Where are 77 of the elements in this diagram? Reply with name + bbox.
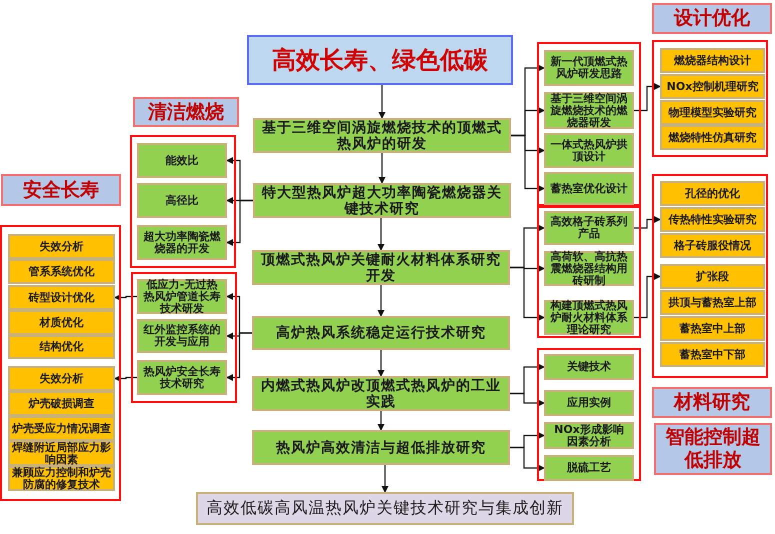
item-box: NOx控制机理研究 — [660, 74, 765, 99]
item-box: 失效分析 — [8, 234, 115, 259]
group-frame — [0, 225, 121, 501]
topic-box: 关键技术 — [544, 354, 634, 380]
topic-box: 新一代顶燃式热风炉研发思路 — [544, 50, 634, 86]
title-box: 高效长寿、绿色低碳 — [247, 35, 513, 85]
item-box: 炉壳受应力情况调查 — [8, 416, 115, 441]
process-box: 顶燃式热风炉关键耐火材料体系研究开发 — [252, 250, 510, 285]
arrow — [378, 411, 384, 431]
arrow — [226, 332, 252, 381]
arrow — [510, 446, 545, 472]
arrow — [378, 350, 384, 377]
arrow — [510, 392, 545, 406]
item-box: 焊缝附近局部应力影响因素 — [8, 441, 115, 466]
arrow — [382, 465, 388, 493]
item-box: 兼顾应力控制和炉壳防腐的修复技术 — [8, 466, 115, 491]
arrow — [634, 216, 661, 229]
category-label: 设计优化 — [652, 3, 772, 34]
arrow — [378, 153, 386, 184]
arrow — [511, 134, 545, 192]
result-box: 高效低碳高风温热风炉关键技术研究与集成创新 — [196, 492, 574, 525]
process-box: 特大型热风炉超大功率陶瓷燃烧器关键技术研究 — [253, 183, 511, 218]
topic-box: 脱硫工艺 — [544, 455, 634, 481]
item-box: 材质优化 — [8, 310, 115, 335]
topic-box: 超大功率陶瓷燃烧器的开发 — [137, 225, 227, 260]
item-box: 管系系统优化 — [8, 259, 115, 284]
group-frame — [130, 135, 236, 268]
item-box: 蓄热室中下部 — [660, 342, 765, 367]
arrow — [226, 200, 253, 246]
topic-box: 热风炉安全长寿技术研究 — [137, 360, 227, 395]
item-box: 扩张段 — [660, 264, 765, 289]
item-box: 燃烧器结构设计 — [660, 48, 765, 73]
arrow — [634, 83, 661, 112]
topic-box: 构建顶燃式热风炉耐火材料体系理论研究 — [544, 300, 634, 335]
category-label: 材料研究 — [652, 387, 772, 418]
arrow — [634, 273, 661, 318]
topic-box: 一体式热风炉拱顶设计 — [544, 133, 634, 168]
group-frame — [131, 272, 237, 403]
topic-box: 应用实例 — [544, 390, 634, 416]
item-box: 孔径的优化 — [660, 181, 765, 206]
topic-box: 高效格子砖系列产品 — [544, 211, 634, 245]
process-box: 高炉热风系统稳定运行技术研究 — [252, 316, 510, 350]
item-box: 炉壳破损调查 — [8, 391, 115, 416]
category-label: 智能控制超低排放 — [654, 423, 772, 475]
process-box: 热风炉高效清洁与超低排放研究 — [252, 430, 510, 465]
item-box: 结构优化 — [8, 335, 115, 359]
group-frame — [652, 174, 768, 378]
item-box: 蓄热室中上部 — [660, 316, 765, 341]
item-box: 物理模型实验研究 — [660, 100, 765, 125]
topic-box: 能效比 — [137, 143, 227, 178]
item-box: 燃烧特性仿真研究 — [660, 125, 765, 150]
group-frame — [537, 206, 641, 338]
topic-box: NOx形成影响因素分析 — [544, 422, 634, 449]
arrow — [114, 375, 137, 382]
topic-box: 高径比 — [137, 183, 227, 218]
category-label: 安全长寿 — [1, 174, 121, 206]
item-box: 砖型设计优化 — [8, 285, 115, 310]
arrow — [114, 294, 137, 301]
arrow — [378, 218, 384, 251]
item-box: 拱顶与蓄热室上部 — [660, 290, 765, 315]
item-box: 格子砖服役情况 — [660, 233, 765, 258]
category-label: 清洁燃烧 — [133, 97, 239, 127]
group-frame — [537, 348, 641, 481]
topic-box: 红外监控系统的开发与应用 — [137, 319, 227, 353]
item-box: 失效分析 — [8, 366, 115, 391]
process-box: 内燃式热风炉改顶燃式热风炉的工业实践 — [252, 376, 510, 411]
topic-box: 低应力-无过热热风炉管道长寿技术研发 — [137, 279, 227, 314]
topic-box: 高荷软、高抗热震燃烧器结构用砖研制 — [544, 251, 634, 286]
group-frame — [537, 42, 641, 206]
topic-box: 基于三维空间涡旋燃烧技术的燃烧器研发 — [544, 92, 634, 129]
topic-box: 蓄热室优化设计 — [544, 172, 634, 205]
arrow — [378, 85, 386, 119]
process-box: 基于三维空间涡旋燃烧技术的顶燃式热风炉的研发 — [253, 118, 511, 153]
arrow — [510, 266, 545, 321]
arrow — [378, 285, 384, 317]
item-box: 传热特性实验研究 — [660, 207, 765, 232]
group-frame — [652, 40, 768, 157]
